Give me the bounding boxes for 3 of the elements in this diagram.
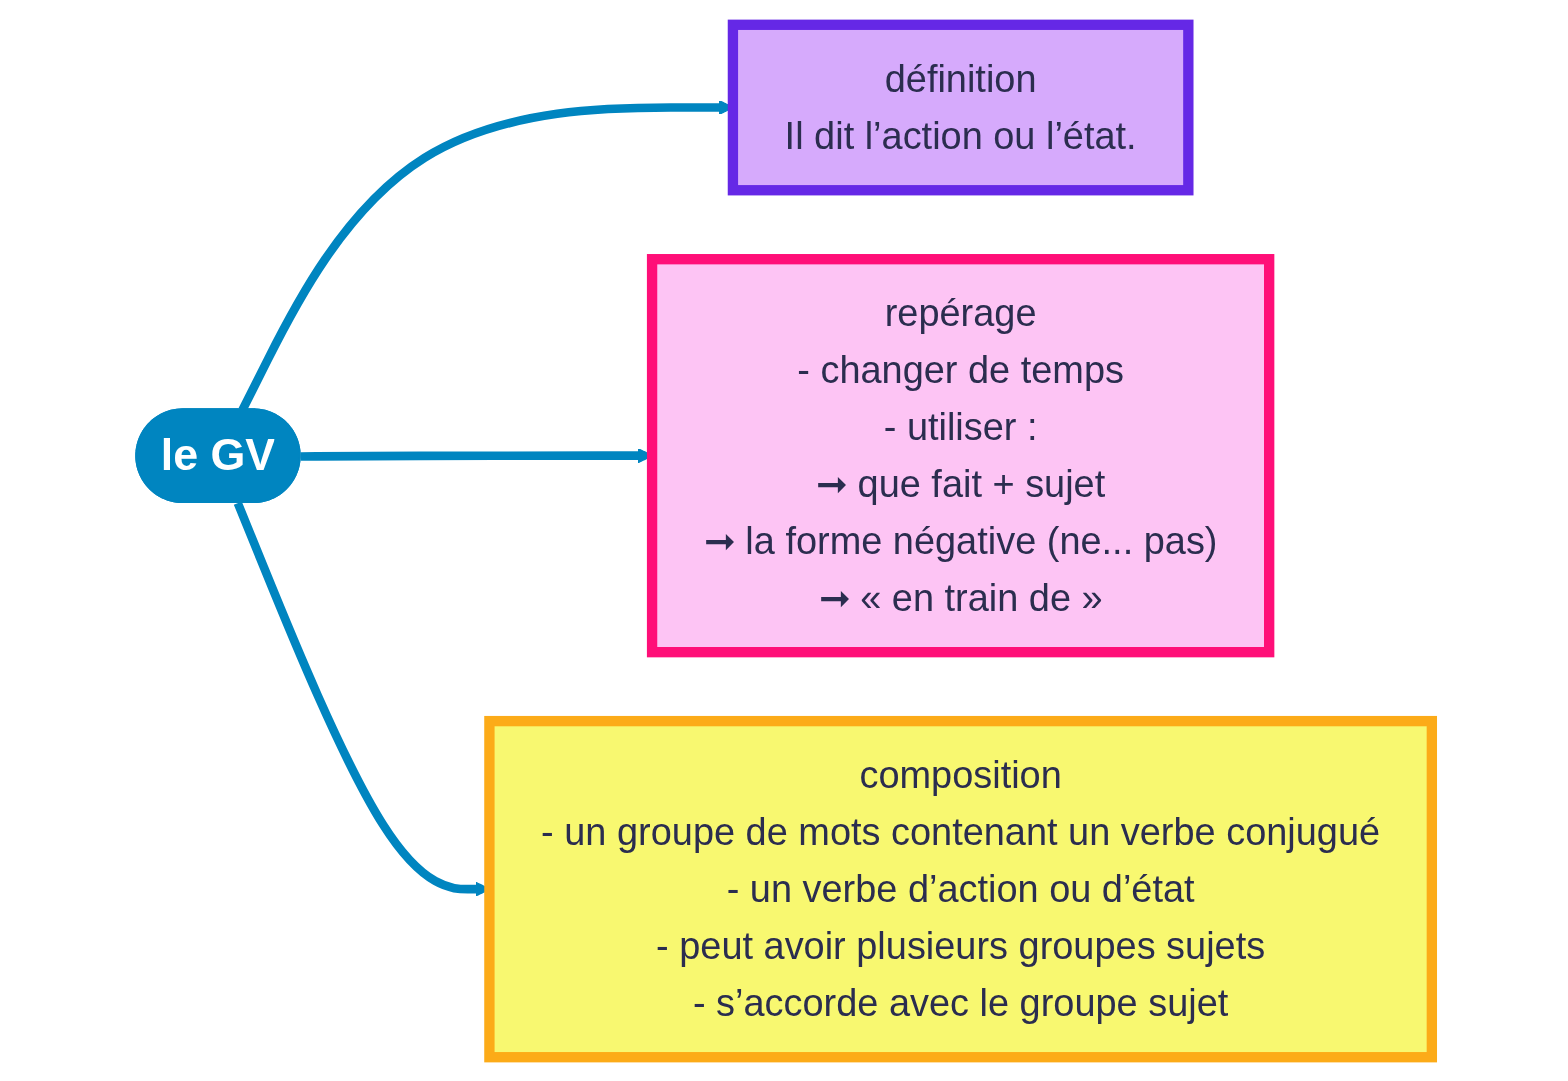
node-box: définition Il dit l’action ou l’état.	[727, 19, 1194, 195]
node-box: composition - un groupe de mots contenant un verbe conjugué - un verbe d’action ou d’état - peut avoir plusieurs groupes sujets - s’accorde avec le groupe sujet	[484, 715, 1437, 1062]
node-box: repérage - changer de temps - utiliser : ➞ que fait + sujet ➞ la forme négative (ne... pas) ➞ « en train de »	[646, 253, 1275, 657]
